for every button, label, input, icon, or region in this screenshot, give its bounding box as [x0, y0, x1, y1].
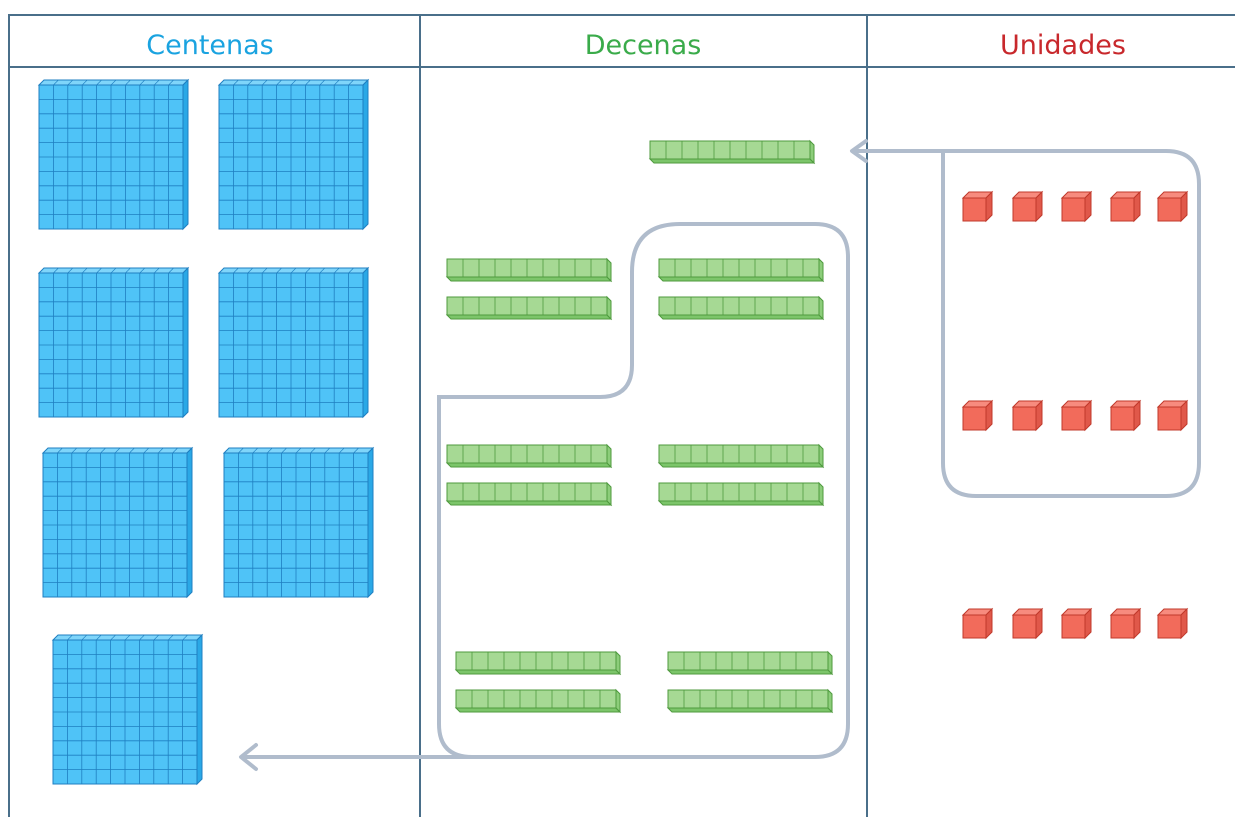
unit-cube — [1156, 190, 1189, 223]
unit-cube — [1060, 399, 1093, 432]
ten-rod — [657, 443, 825, 469]
centenas-blocks — [37, 78, 375, 786]
ten-rod — [666, 688, 834, 714]
units-regroup-outline — [941, 149, 1201, 498]
header-unidades: Unidades — [1000, 30, 1126, 61]
ten-rod — [454, 650, 622, 676]
hundred-block — [41, 446, 194, 599]
ten-rod — [657, 257, 825, 283]
header-decenas: Decenas — [585, 30, 702, 61]
unit-cube — [961, 190, 994, 223]
unit-cube — [1156, 399, 1189, 432]
ten-rod — [454, 688, 622, 714]
decenas-rods — [445, 139, 834, 714]
tens-regroup-outline — [437, 222, 850, 759]
ten-rod — [657, 295, 825, 321]
hundred-block — [51, 633, 204, 786]
ten-rod — [657, 481, 825, 507]
unit-cube — [1109, 399, 1142, 432]
hundred-block — [37, 78, 190, 231]
unit-cube — [1011, 607, 1044, 640]
unit-cube — [1109, 607, 1142, 640]
unit-cube — [961, 607, 994, 640]
ten-rod — [445, 481, 613, 507]
unit-cube — [1060, 190, 1093, 223]
header-centenas: Centenas — [146, 30, 274, 61]
unit-cube — [1060, 607, 1093, 640]
unit-cube — [1011, 190, 1044, 223]
unit-cube — [1156, 607, 1189, 640]
unit-cube — [1011, 399, 1044, 432]
ten-rod — [648, 139, 816, 165]
unit-cube — [1109, 190, 1142, 223]
unit-cube — [961, 399, 994, 432]
ten-rod — [445, 295, 613, 321]
table-frame — [8, 14, 1235, 817]
arrow-left-icon — [850, 139, 943, 163]
hundred-block — [217, 78, 370, 231]
unidades-cubes — [961, 190, 1189, 640]
hundred-block — [37, 266, 190, 419]
ten-rod — [445, 443, 613, 469]
hundred-block — [217, 266, 370, 419]
hundred-block — [222, 446, 375, 599]
ten-rod — [666, 650, 834, 676]
arrow-left-icon — [239, 743, 472, 771]
ten-rod — [445, 257, 613, 283]
